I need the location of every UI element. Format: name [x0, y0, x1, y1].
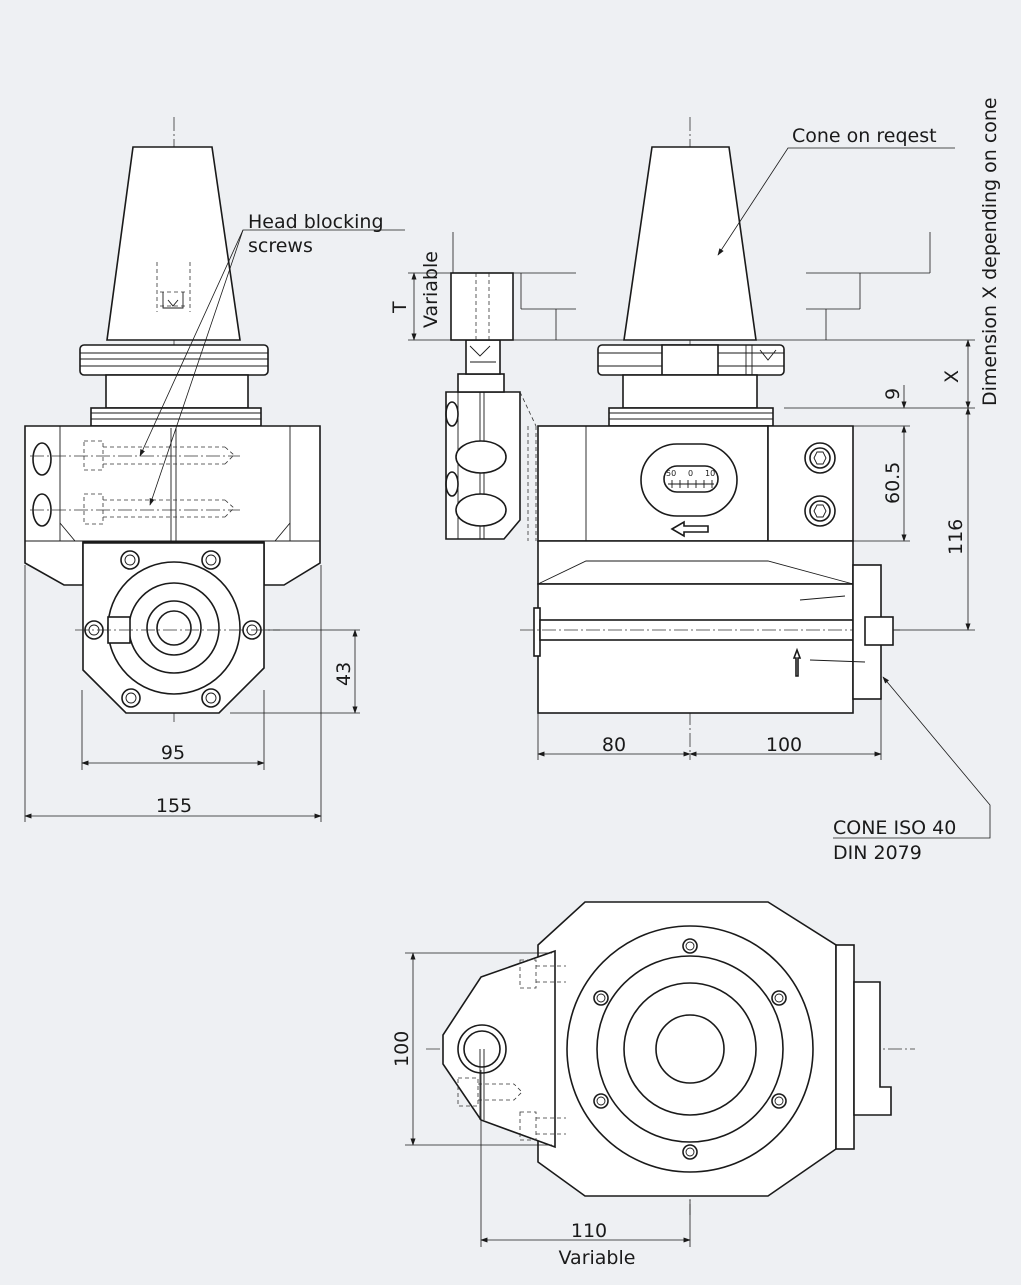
- t-label: T: [389, 301, 411, 314]
- side-view: 50 0 10: [445, 117, 991, 839]
- dim-110: 110: [571, 1220, 607, 1242]
- variable-side-label: Variable: [420, 251, 442, 328]
- direction-arrow-up-icon: [792, 647, 802, 677]
- dim-60-5: 60.5: [882, 462, 904, 504]
- side-dimensions: [408, 232, 975, 760]
- dim-155: 155: [156, 795, 192, 817]
- front-view: [24, 117, 405, 722]
- plan-hex-screw-icon: [593, 938, 787, 1160]
- dial-left: 50: [666, 469, 676, 478]
- dim-43: 43: [333, 662, 355, 686]
- dim-9: 9: [882, 388, 904, 400]
- blocking-screw-upper-icon: [30, 440, 240, 471]
- dim-116: 116: [945, 519, 967, 555]
- dim-80: 80: [602, 734, 626, 756]
- dial-mid: 0: [688, 469, 693, 478]
- variable-bottom-label: Variable: [559, 1247, 636, 1269]
- x-label: X: [941, 370, 963, 383]
- direction-arrow-left-icon: [670, 520, 709, 538]
- head-blocking-label-1: Head blocking: [248, 211, 384, 233]
- dim-100-plan: 100: [391, 1031, 413, 1067]
- dim-100-side: 100: [766, 734, 802, 756]
- blocking-screw-lower-icon: [30, 493, 240, 525]
- plan-view: [426, 901, 915, 1215]
- plan-dimensions: [405, 952, 691, 1247]
- plan-screw-icon: [457, 959, 566, 1141]
- dimension-x-note: Dimension X depending on cone: [979, 97, 1001, 406]
- annotation-labels: Head blocking screws Cone on reqest CONE…: [156, 97, 1001, 1269]
- cone-on-request-label: Cone on reqest: [792, 125, 937, 147]
- cone-iso-label-1: CONE ISO 40: [833, 817, 956, 839]
- head-blocking-label-2: screws: [248, 235, 313, 257]
- cone-iso-label-2: DIN 2079: [833, 842, 922, 864]
- dim-95: 95: [161, 742, 185, 764]
- hex-screw-icon: [84, 550, 262, 708]
- front-dimensions: [24, 565, 360, 822]
- hex-socket-screw-icon: [804, 442, 836, 527]
- dial-right: 10: [705, 469, 715, 478]
